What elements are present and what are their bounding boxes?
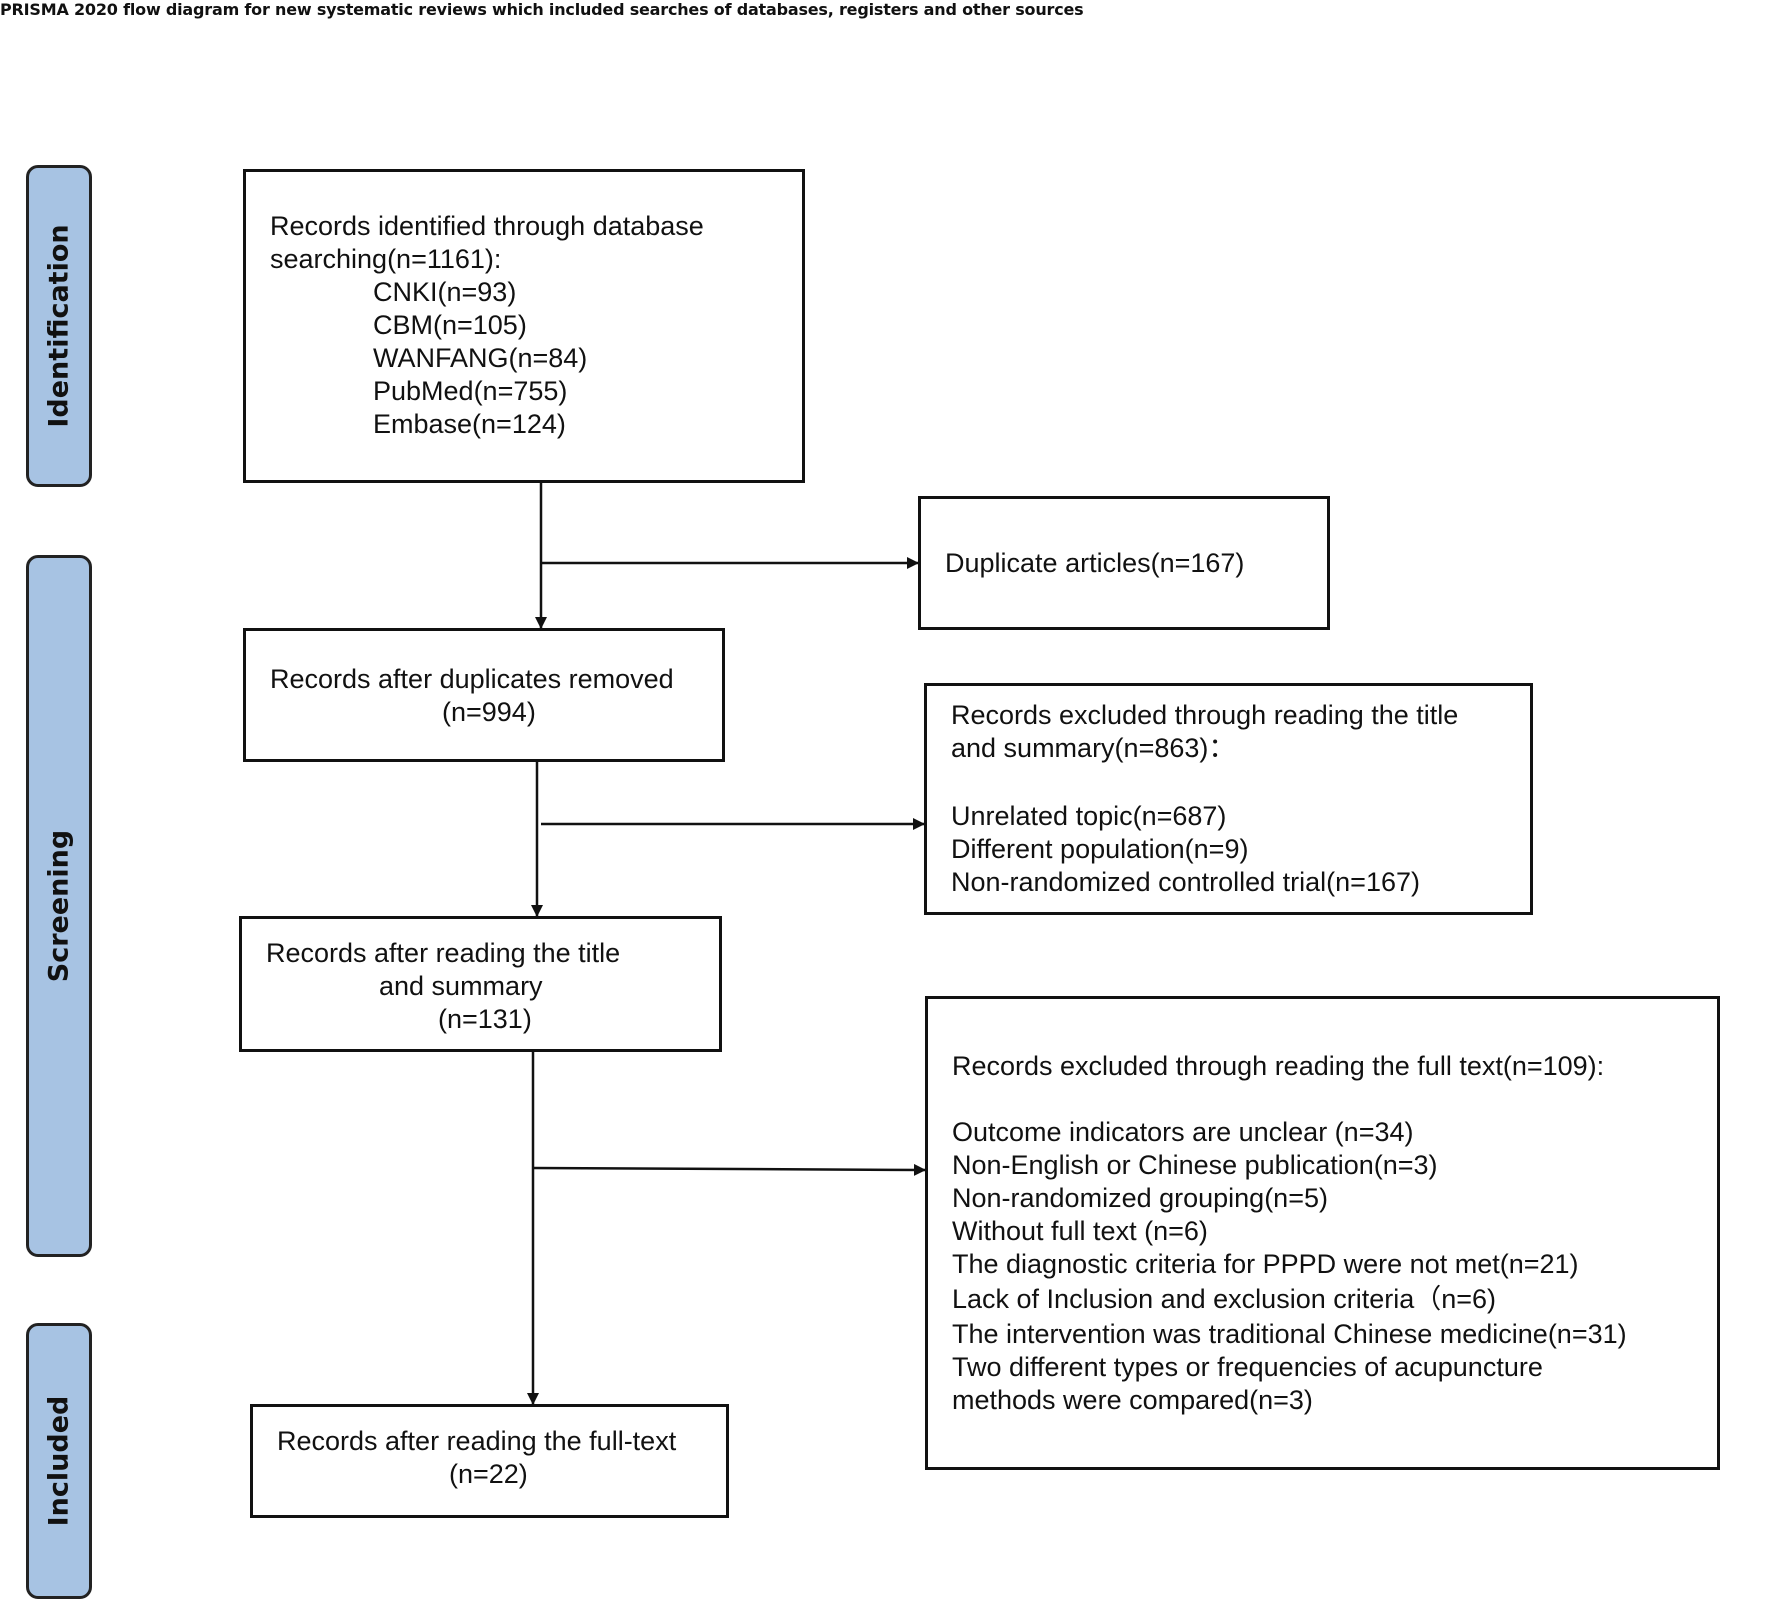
after-title-line-2: and summary — [379, 971, 543, 1001]
box-records-identified: Records identified through database sear… — [243, 169, 805, 483]
phase-identification: Identification — [26, 165, 92, 487]
diagram-title: PRISMA 2020 flow diagram for new systema… — [0, 0, 1084, 19]
reason-tcm-intervention: The intervention was traditional Chinese… — [952, 1319, 1627, 1349]
reason-non-randomized-trial: Non-randomized controlled trial(n=167) — [951, 867, 1420, 897]
phase-included: Included — [26, 1323, 92, 1599]
excluded-title-line-1: Records excluded through reading the tit… — [951, 700, 1459, 730]
reason-lack-criteria: Lack of Inclusion and exclusion criteria… — [952, 1284, 1497, 1314]
after-title-line-1: Records after reading the title — [266, 938, 621, 968]
reason-different-population: Different population(n=9) — [951, 834, 1249, 864]
reason-acupuncture-compared-1: Two different types or frequencies of ac… — [952, 1352, 1543, 1382]
source-embase: Embase(n=124) — [373, 409, 566, 439]
identified-line-2: searching(n=1161): — [270, 244, 502, 274]
reason-non-randomized-grouping: Non-randomized grouping(n=5) — [952, 1183, 1328, 1213]
after-duplicates-line-1: Records after duplicates removed — [270, 664, 674, 694]
excluded-title-line-2: and summary(n=863)： — [951, 733, 1236, 763]
source-cbm: CBM(n=105) — [373, 310, 527, 340]
included-line-1: Records after reading the full-text — [277, 1426, 677, 1456]
after-duplicates-line-2: (n=994) — [442, 697, 536, 727]
arrow-to-excluded-fulltext — [532, 1163, 926, 1176]
reason-diagnostic-criteria: The diagnostic criteria for PPPD were no… — [952, 1249, 1579, 1279]
duplicates-text: Duplicate articles(n=167) — [945, 548, 1245, 578]
reason-acupuncture-compared-2: methods were compared(n=3) — [952, 1385, 1313, 1415]
reason-unrelated-topic: Unrelated topic(n=687) — [951, 801, 1227, 831]
box-after-title-summary: Records after reading the title and summ… — [239, 916, 722, 1052]
excluded-fulltext-heading: Records excluded through reading the ful… — [952, 1051, 1605, 1081]
reason-outcome-unclear: Outcome indicators are unclear (n=34) — [952, 1117, 1414, 1147]
reason-without-full-text: Without full text (n=6) — [952, 1216, 1208, 1246]
box-records-included: Records after reading the full-text (n=2… — [250, 1404, 729, 1518]
phase-screening: Screening — [26, 555, 92, 1257]
after-title-line-3: (n=131) — [438, 1004, 532, 1034]
source-cnki: CNKI(n=93) — [373, 277, 517, 307]
identified-line-1: Records identified through database — [270, 211, 704, 241]
box-duplicate-articles: Duplicate articles(n=167) — [918, 496, 1330, 630]
included-line-2: (n=22) — [449, 1459, 528, 1489]
box-excluded-title-summary: Records excluded through reading the tit… — [924, 683, 1533, 915]
box-after-duplicates: Records after duplicates removed (n=994) — [243, 628, 725, 762]
box-excluded-full-text: Records excluded through reading the ful… — [925, 996, 1720, 1470]
source-pubmed: PubMed(n=755) — [373, 376, 568, 406]
reason-non-english-chinese: Non-English or Chinese publication(n=3) — [952, 1150, 1438, 1180]
source-wanfang: WANFANG(n=84) — [373, 343, 588, 373]
